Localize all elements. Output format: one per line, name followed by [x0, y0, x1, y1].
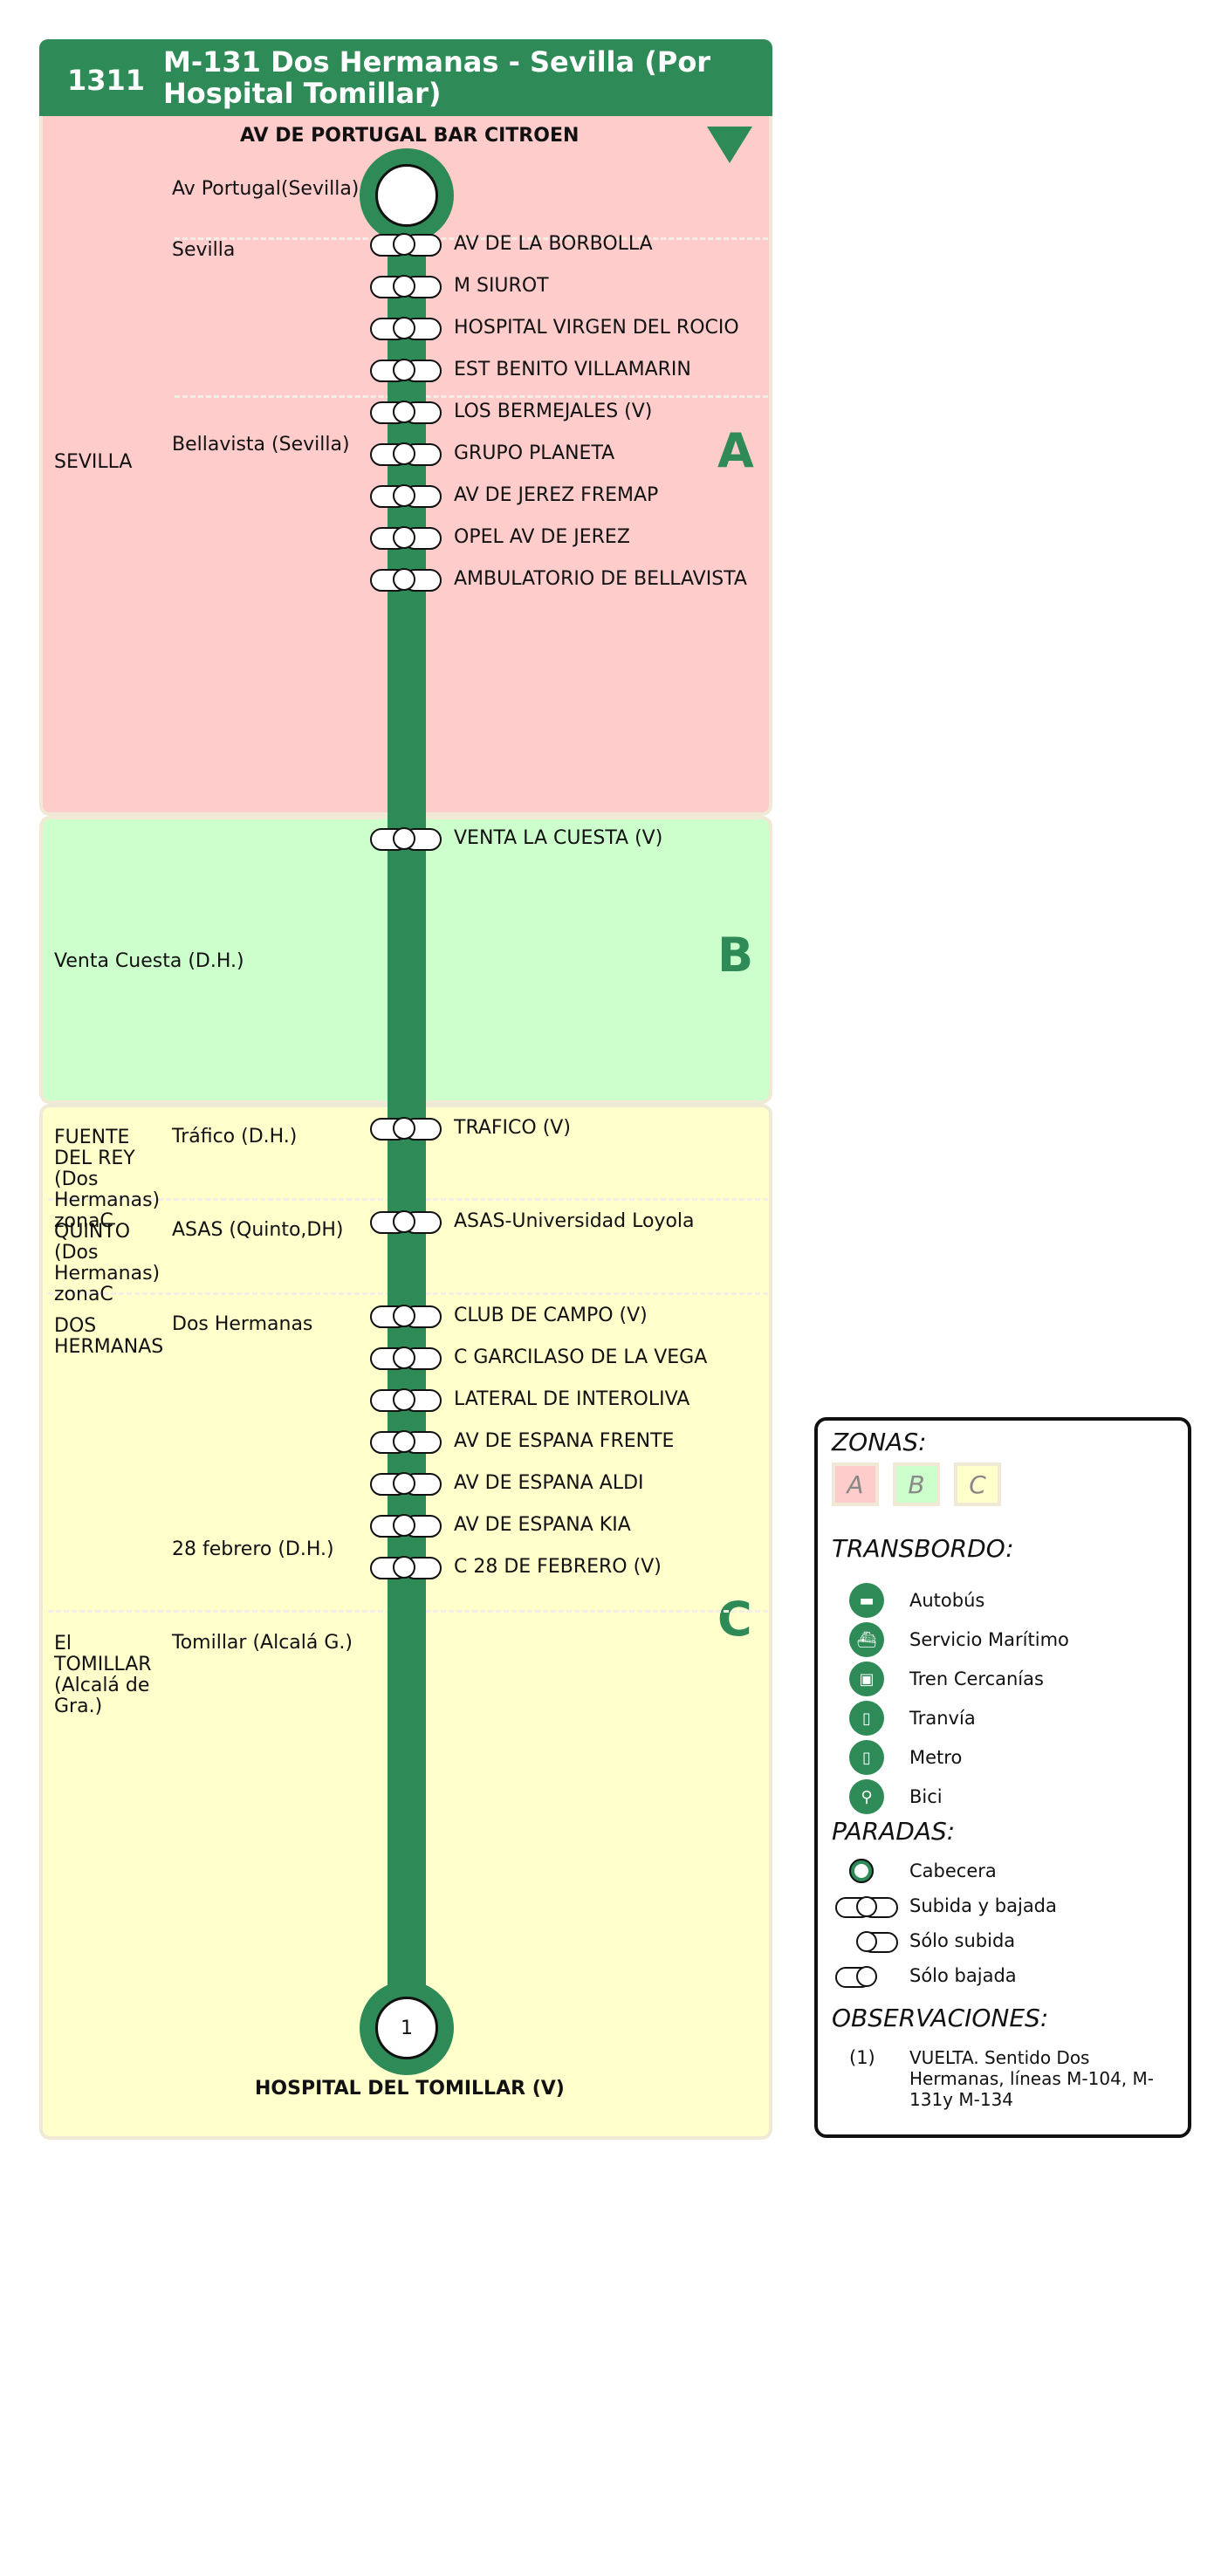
area-label: Bellavista (Sevilla) [172, 434, 350, 456]
zone-swatch-b: B [893, 1463, 940, 1506]
municipality-label: DOS HERMANAS [54, 1315, 164, 1358]
stop-marker [370, 1472, 442, 1496]
stop-label: M SIUROT [454, 275, 549, 297]
both-ways-stop-symbol [835, 1896, 898, 1918]
stop-label: AV DE LA BORBOLLA [454, 233, 653, 255]
area-label: Sevilla [172, 239, 236, 261]
stop-label: AV DE ESPANA KIA [454, 1514, 631, 1536]
origin-terminal [360, 148, 454, 243]
observation-number: (1) [849, 2047, 875, 2068]
stop-label: AV DE ESPANA FRENTE [454, 1430, 675, 1452]
legend-item: Cabecera [909, 1860, 997, 1881]
stop-marker [370, 401, 442, 424]
origin-label: AV DE PORTUGAL BAR CITROEN [240, 125, 580, 147]
stop-label: AV DE ESPANA ALDI [454, 1472, 644, 1494]
area-label: 28 febrero (D.H.) [172, 1538, 334, 1560]
stop-marker [370, 1388, 442, 1412]
stop-marker [370, 1430, 442, 1454]
stop-label: HOSPITAL VIRGEN DEL ROCIO [454, 317, 739, 339]
legend-paradas-title: PARADAS: [832, 1817, 956, 1846]
stop-marker [370, 827, 442, 851]
metro-icon: ▯ [849, 1740, 884, 1775]
municipality-label: SEVILLA [54, 451, 133, 473]
boarding-stop-symbol [849, 1931, 898, 1953]
stop-marker [370, 1514, 442, 1538]
ship-icon: ⛴ [849, 1622, 884, 1657]
legend-zonas-title: ZONAS: [832, 1428, 927, 1456]
municipality-label: QUINTO (Dos Hermanas) zonaC [54, 1221, 161, 1305]
stop-label: C GARCILASO DE LA VEGA [454, 1346, 708, 1368]
stop-marker [370, 1346, 442, 1370]
zone-c-letter: C [717, 1592, 752, 1647]
legend-item: Sólo subida [909, 1930, 1016, 1951]
zone-swatch-a: A [832, 1463, 879, 1506]
zone-swatch-c: C [954, 1463, 1001, 1506]
legend-item: Servicio Marítimo [909, 1629, 1069, 1650]
stop-label: LATERAL DE INTEROLIVA [454, 1388, 690, 1410]
zone-b-letter: B [717, 928, 754, 983]
stop-marker [370, 484, 442, 508]
area-label: Tráfico (D.H.) [172, 1126, 298, 1148]
stop-marker [370, 568, 442, 592]
legend-item: Subida y bajada [909, 1895, 1057, 1916]
area-label: Dos Hermanas [172, 1313, 313, 1335]
stop-marker [370, 1210, 442, 1234]
area-label: Av Portugal(Sevilla) [172, 178, 360, 200]
stop-marker [370, 359, 442, 382]
legend-item: Tranvía [909, 1708, 976, 1729]
stop-label: EST BENITO VILLAMARIN [454, 359, 691, 380]
observation-text: VUELTA. Sentido Dos Hermanas, líneas M-1… [909, 2047, 1154, 2110]
divider [175, 237, 768, 240]
legend-item: Tren Cercanías [909, 1668, 1044, 1689]
area-label: Tomillar (Alcalá G.) [172, 1632, 353, 1654]
train-icon: ▣ [849, 1661, 884, 1696]
divider [175, 395, 768, 398]
route-header: 1311 M-131 Dos Hermanas - Sevilla (Por H… [39, 39, 772, 116]
cabecera-symbol [849, 1859, 874, 1883]
stop-marker [370, 317, 442, 340]
stop-label: LOS BERMEJALES (V) [454, 401, 653, 422]
legend-transbordo-title: TRANSBORDO: [832, 1534, 1014, 1563]
municipality-label: Venta Cuesta (D.H.) [54, 950, 244, 972]
legend-item: Bici [909, 1786, 943, 1807]
zone-a-letter: A [717, 423, 754, 478]
stop-marker [370, 275, 442, 298]
legend-item: Metro [909, 1747, 963, 1768]
stop-label: TRAFICO (V) [454, 1117, 571, 1139]
stop-marker [370, 233, 442, 257]
destination-terminal: 1 [360, 1981, 454, 2075]
municipality-label: FUENTE DEL REY (Dos Hermanas) zonaC [54, 1127, 161, 1232]
direction-arrow-icon [707, 127, 752, 163]
stop-marker [370, 1556, 442, 1579]
stop-marker [370, 1305, 442, 1328]
tram-icon: ▯ [849, 1701, 884, 1736]
stop-marker [370, 1117, 442, 1141]
stop-label: GRUPO PLANETA [454, 442, 615, 464]
stop-label: CLUB DE CAMPO (V) [454, 1305, 648, 1326]
area-label: ASAS (Quinto,DH) [172, 1219, 344, 1241]
bus-icon: ▬ [849, 1583, 884, 1618]
stop-label: AV DE JEREZ FREMAP [454, 484, 659, 506]
terminal-circle [375, 164, 438, 227]
stop-label: AMBULATORIO DE BELLAVISTA [454, 568, 747, 590]
bike-icon: ⚲ [849, 1779, 884, 1814]
stop-label: ASAS-Universidad Loyola [454, 1210, 695, 1232]
destination-label: HOSPITAL DEL TOMILLAR (V) [255, 2078, 565, 2100]
route-code: 1311 [67, 64, 146, 97]
legend-item: Sólo bajada [909, 1965, 1017, 1986]
stop-marker [370, 442, 442, 466]
terminal-circle: 1 [375, 1997, 438, 2059]
legend-panel: ZONAS: A B C TRANSBORDO: ▬ Autobús ⛴ Ser… [814, 1417, 1191, 2138]
stop-label: OPEL AV DE JEREZ [454, 526, 630, 548]
legend-observaciones-title: OBSERVACIONES: [832, 2004, 1049, 2032]
alighting-stop-symbol [835, 1966, 884, 1988]
route-title: M-131 Dos Hermanas - Sevilla (Por Hospit… [163, 45, 711, 110]
stop-label: C 28 DE FEBRERO (V) [454, 1556, 662, 1578]
stop-marker [370, 526, 442, 550]
municipality-label: El TOMILLAR (Alcalá de Gra.) [54, 1633, 152, 1717]
legend-item: Autobús [909, 1590, 985, 1611]
stop-label: VENTA LA CUESTA (V) [454, 827, 663, 849]
